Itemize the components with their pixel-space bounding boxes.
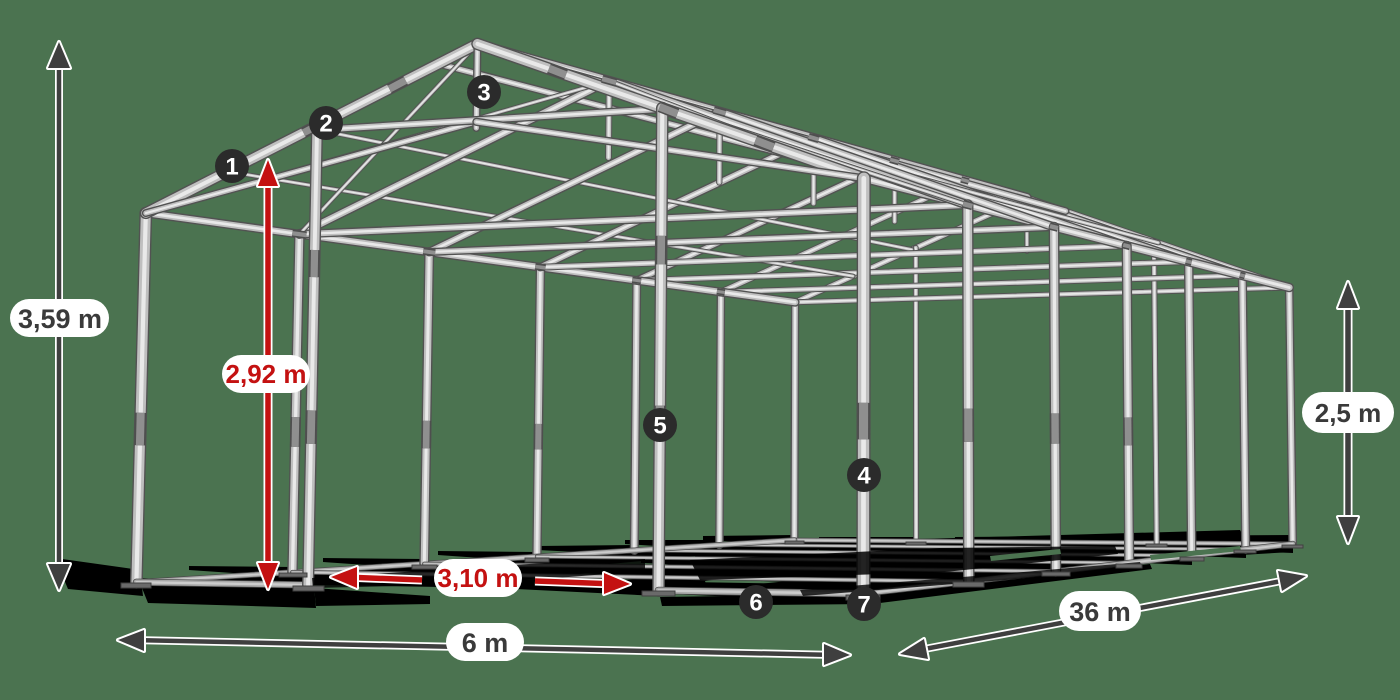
svg-text:2,5 m: 2,5 m [1315,398,1382,428]
svg-text:36 m: 36 m [1069,597,1131,627]
svg-text:7: 7 [857,592,870,619]
svg-text:1: 1 [225,154,238,181]
svg-text:2,92 m: 2,92 m [226,359,307,389]
svg-text:2: 2 [319,111,332,138]
svg-text:3,59 m: 3,59 m [18,304,102,334]
svg-text:5: 5 [653,413,666,440]
svg-text:6 m: 6 m [462,628,509,658]
svg-text:4: 4 [857,463,871,490]
svg-text:6: 6 [749,590,762,617]
svg-text:3: 3 [477,80,490,107]
svg-text:3,10 m: 3,10 m [438,563,519,593]
